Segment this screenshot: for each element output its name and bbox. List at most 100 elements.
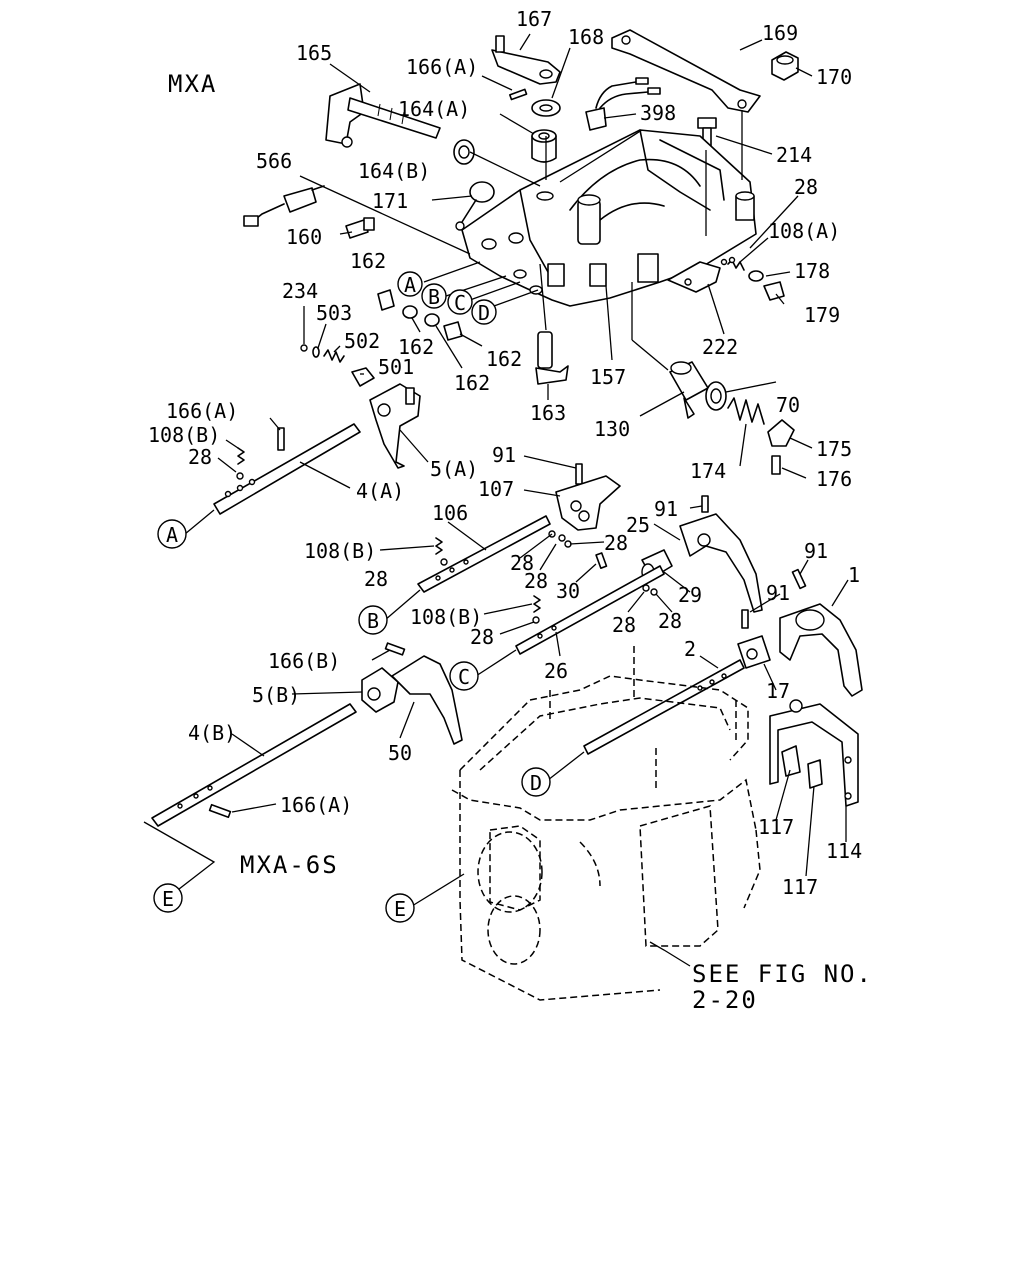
part-26-rod — [515, 565, 665, 655]
callout-503: 503 — [316, 301, 352, 325]
callout-164a: 164(A) — [398, 97, 470, 121]
part-162-plug-b — [402, 305, 418, 319]
part-4a-shift-rod — [213, 423, 361, 515]
part-5b-block — [361, 667, 399, 713]
part-117-clip-a — [781, 745, 801, 777]
callout-162-a: 162 — [350, 249, 386, 273]
callout-29: 29 — [678, 583, 702, 607]
callout-502: 502 — [344, 329, 380, 353]
callout-4a: 4(A) — [356, 479, 404, 503]
callout-163: 163 — [530, 401, 566, 425]
marker-c-rod: C — [449, 661, 479, 691]
callout-28-m1: 28 — [510, 551, 534, 575]
part-108b-spring-mid — [435, 537, 443, 555]
part-91-pin-c — [791, 568, 807, 590]
callout-168: 168 — [568, 25, 604, 49]
part-108b-spring-left — [237, 447, 245, 465]
callout-157: 157 — [590, 365, 626, 389]
callout-164b: 164(B) — [358, 159, 430, 183]
callout-26: 26 — [544, 659, 568, 683]
callout-108a: 108(A) — [768, 219, 840, 243]
svg-text:B: B — [428, 285, 440, 309]
marker-e-case: E — [385, 893, 415, 923]
transmission-case — [451, 646, 761, 1001]
part-17-block — [737, 635, 771, 669]
callout-28-m3: 28 — [364, 567, 388, 591]
callout-2: 2 — [684, 637, 696, 661]
callout-91-a: 91 — [492, 443, 516, 467]
callout-108b-low: 108(B) — [410, 605, 482, 629]
callout-130: 130 — [594, 417, 630, 441]
callout-162-c: 162 — [486, 347, 522, 371]
callout-1: 1 — [848, 563, 860, 587]
part-28-balls — [236, 256, 736, 624]
svg-text:C: C — [454, 291, 466, 315]
callout-91-d: 91 — [766, 581, 790, 605]
callout-176: 176 — [816, 467, 852, 491]
svg-text:B: B — [367, 609, 379, 633]
callout-501: 501 — [378, 355, 414, 379]
part-114-bracket — [769, 699, 859, 807]
part-70-washer — [705, 381, 727, 411]
part-91-pin-b — [701, 495, 709, 513]
marker-e-left: E — [153, 883, 183, 913]
part-162-plug-c — [424, 313, 440, 327]
part-171-rod-end — [455, 181, 495, 231]
svg-text:C: C — [458, 665, 470, 689]
callout-166b: 166(B) — [268, 649, 340, 673]
part-50-fork — [391, 655, 463, 745]
callout-17: 17 — [766, 679, 790, 703]
callout-91-c: 91 — [804, 539, 828, 563]
callout-108b-mid: 108(B) — [304, 539, 376, 563]
callout-117-b: 117 — [782, 875, 818, 899]
part-165-shift-shaft — [325, 83, 441, 148]
part-108b-spring-low — [533, 595, 541, 613]
part-163-lever — [535, 331, 569, 385]
callout-222: 222 — [702, 335, 738, 359]
part-130-sleeve — [669, 361, 709, 419]
callout-234: 234 — [282, 279, 318, 303]
callout-4b: 4(B) — [188, 721, 236, 745]
part-117-clip-b — [807, 759, 823, 789]
part-176-pin — [771, 455, 781, 475]
callout-165: 165 — [296, 41, 332, 65]
callout-30: 30 — [556, 579, 580, 603]
part-107-bracket — [555, 475, 621, 531]
callout-107: 107 — [478, 477, 514, 501]
callout-70: 70 — [776, 393, 800, 417]
part-170-nut — [771, 51, 799, 81]
part-5a-fork — [369, 383, 421, 469]
part-174-spring — [727, 397, 765, 425]
part-162-plug-d — [443, 321, 463, 341]
part-502-spring — [323, 349, 345, 363]
part-164a-bushing — [531, 129, 557, 163]
callout-160: 160 — [286, 225, 322, 249]
callout-169: 169 — [762, 21, 798, 45]
part-169-bracket — [611, 29, 761, 113]
callout-566: 566 — [256, 149, 292, 173]
marker-a-top: A — [397, 271, 423, 297]
callout-106: 106 — [432, 501, 468, 525]
callout-166a-mid: 166(A) — [166, 399, 238, 423]
part-166b-pin — [384, 642, 406, 656]
callout-5b: 5(B) — [252, 683, 300, 707]
svg-text:D: D — [530, 771, 542, 795]
part-30-pin — [595, 552, 608, 570]
part-178-washer — [748, 270, 764, 282]
part-166a-pin-top — [508, 88, 528, 101]
callout-170: 170 — [816, 65, 852, 89]
callout-166a-low: 166(A) — [280, 793, 352, 817]
marker-b-top: B — [421, 283, 447, 309]
part-234-ball — [300, 344, 308, 352]
part-106-rod — [417, 515, 551, 593]
callout-114: 114 — [826, 839, 862, 863]
model-title: MXA — [168, 70, 217, 98]
callout-398: 398 — [640, 101, 676, 125]
callout-174: 174 — [690, 459, 726, 483]
part-4b-rod — [151, 703, 357, 827]
svg-text:E: E — [162, 887, 174, 911]
part-398-switch — [585, 77, 661, 131]
callout-91-b: 91 — [654, 497, 678, 521]
part-157-housing — [461, 129, 757, 307]
